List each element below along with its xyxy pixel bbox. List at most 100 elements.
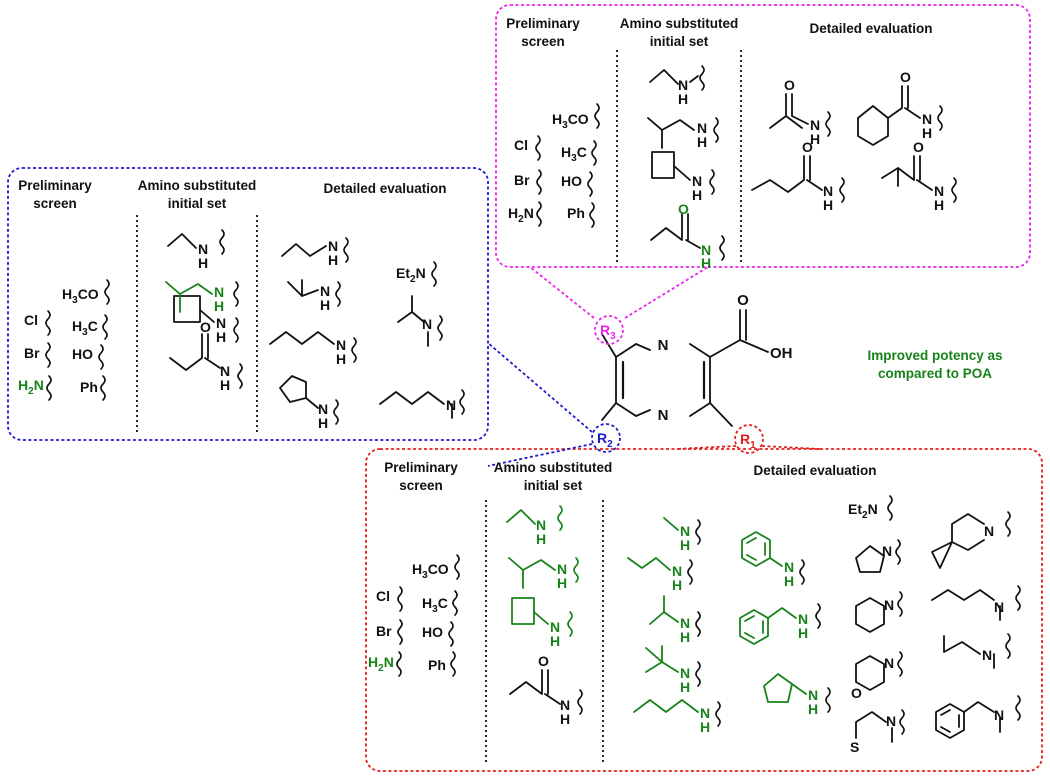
- svg-text:Cl: Cl: [514, 137, 528, 153]
- svg-text:H: H: [550, 633, 560, 649]
- svg-text:N: N: [216, 315, 226, 331]
- svg-text:N: N: [982, 647, 992, 663]
- svg-text:H: H: [680, 679, 690, 695]
- svg-text:O: O: [538, 653, 549, 669]
- svg-text:N: N: [680, 665, 690, 681]
- svg-text:N: N: [536, 517, 546, 533]
- svg-text:Cl: Cl: [24, 312, 38, 328]
- svg-text:H: H: [798, 625, 808, 641]
- svg-text:H: H: [560, 711, 570, 727]
- svg-text:N: N: [884, 597, 894, 613]
- svg-text:N: N: [784, 559, 794, 575]
- svg-text:initial set: initial set: [650, 34, 709, 49]
- svg-text:N: N: [550, 619, 560, 635]
- svg-text:N: N: [557, 561, 567, 577]
- svg-text:H: H: [922, 125, 932, 141]
- svg-text:N: N: [984, 523, 994, 539]
- svg-text:screen: screen: [33, 196, 77, 211]
- svg-text:HO: HO: [422, 624, 443, 640]
- ring-n-top: N: [658, 337, 669, 354]
- acid-oxygen: O: [737, 292, 749, 309]
- svg-text:N: N: [697, 120, 707, 136]
- svg-text:S: S: [850, 739, 859, 755]
- svg-text:N: N: [328, 238, 338, 254]
- svg-text:Br: Br: [24, 345, 40, 361]
- svg-text:N: N: [214, 284, 224, 300]
- svg-text:N: N: [692, 173, 702, 189]
- svg-text:N: N: [446, 397, 456, 413]
- svg-text:O: O: [913, 139, 924, 155]
- svg-text:H: H: [697, 134, 707, 150]
- svg-text:H: H: [784, 573, 794, 589]
- svg-text:N: N: [823, 183, 833, 199]
- svg-text:N: N: [701, 242, 711, 258]
- svg-text:N: N: [934, 183, 944, 199]
- svg-text:Preliminary: Preliminary: [384, 460, 458, 475]
- svg-text:N: N: [994, 707, 1004, 723]
- svg-text:Et2N: Et2N: [396, 265, 426, 285]
- svg-text:Detailed evaluation: Detailed evaluation: [809, 21, 932, 36]
- svg-text:Ph: Ph: [428, 657, 446, 673]
- r1-label: R1: [740, 431, 756, 451]
- svg-text:N: N: [808, 687, 818, 703]
- svg-text:H: H: [672, 577, 682, 593]
- svg-text:Ph: Ph: [80, 379, 98, 395]
- column-separators: [136, 50, 742, 765]
- svg-text:Preliminary: Preliminary: [506, 16, 580, 31]
- svg-text:N: N: [678, 77, 688, 93]
- svg-text:N: N: [320, 283, 330, 299]
- svg-text:N: N: [672, 563, 682, 579]
- svg-text:H2N: H2N: [18, 377, 44, 397]
- svg-text:H: H: [701, 255, 711, 271]
- r2-panel-box: [7, 167, 489, 441]
- svg-text:H: H: [336, 351, 346, 367]
- r2-panel: Preliminary screen Amino substituted ini…: [18, 178, 465, 431]
- svg-text:H: H: [680, 629, 690, 645]
- svg-text:H: H: [320, 297, 330, 313]
- svg-text:H3CO: H3CO: [62, 286, 99, 306]
- svg-text:N: N: [422, 316, 432, 332]
- svg-text:H3C: H3C: [422, 595, 448, 615]
- svg-text:N: N: [198, 241, 208, 257]
- svg-text:Detailed evaluation: Detailed evaluation: [753, 463, 876, 478]
- svg-text:H3CO: H3CO: [412, 561, 449, 581]
- svg-text:initial set: initial set: [524, 478, 583, 493]
- svg-text:H2N: H2N: [368, 654, 394, 674]
- r3-panel-box: [495, 4, 1031, 268]
- r1-panel-box: [365, 448, 1043, 772]
- r1-circle: [734, 424, 764, 454]
- r3-circle: [594, 315, 624, 345]
- ring-n-bottom: N: [658, 407, 669, 424]
- svg-text:H: H: [536, 531, 546, 547]
- connector-lines: [487, 266, 821, 467]
- svg-text:HO: HO: [72, 346, 93, 362]
- svg-text:H: H: [934, 197, 944, 213]
- svg-text:N: N: [700, 705, 710, 721]
- pyrazine-core: N N O OH R3 R2 R1: [591, 292, 793, 454]
- svg-text:Br: Br: [376, 623, 392, 639]
- svg-text:Amino substituted: Amino substituted: [620, 16, 739, 31]
- svg-text:O: O: [900, 69, 911, 85]
- svg-text:O: O: [678, 201, 689, 217]
- svg-text:H: H: [216, 329, 226, 345]
- svg-text:H: H: [808, 701, 818, 717]
- svg-text:Br: Br: [514, 172, 530, 188]
- svg-text:H3C: H3C: [561, 144, 587, 164]
- svg-text:N: N: [336, 337, 346, 353]
- svg-text:N: N: [798, 611, 808, 627]
- svg-text:N: N: [882, 543, 892, 559]
- svg-text:Amino substituted: Amino substituted: [138, 178, 257, 193]
- svg-text:N: N: [318, 401, 328, 417]
- svg-text:screen: screen: [521, 34, 565, 49]
- svg-text:HO: HO: [561, 173, 582, 189]
- svg-text:Improved potency as: Improved potency as: [867, 348, 1002, 363]
- svg-text:H: H: [810, 131, 820, 147]
- r3-label: R3: [600, 322, 616, 342]
- svg-text:H: H: [220, 377, 230, 393]
- svg-text:Et2N: Et2N: [848, 501, 878, 521]
- svg-text:H: H: [823, 197, 833, 213]
- svg-text:H: H: [214, 298, 224, 314]
- svg-text:H: H: [678, 91, 688, 107]
- svg-text:N: N: [810, 117, 820, 133]
- svg-text:Cl: Cl: [376, 588, 390, 604]
